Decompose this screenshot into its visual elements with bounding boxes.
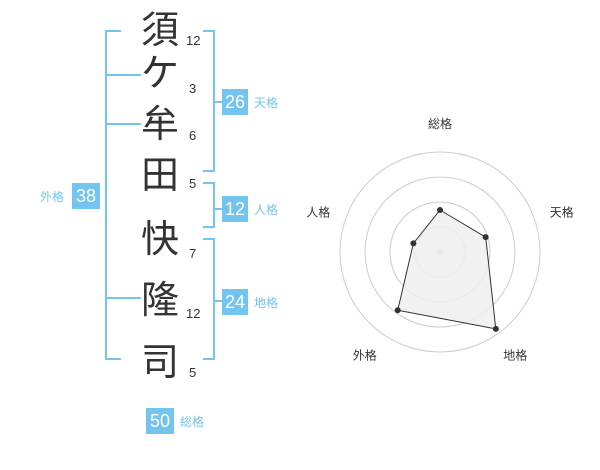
chikaku-label: 地格 (254, 296, 279, 310)
tenkaku-bracket-top (203, 30, 215, 32)
jinkaku-value-badge: 12 (222, 196, 248, 222)
gaikaku-bracket-tick-2 (105, 123, 141, 125)
soukaku-label: 総格 (180, 415, 205, 429)
radar-point-5 (410, 240, 417, 247)
name-char-5: 快 (140, 217, 179, 261)
jinkaku-bracket-vertical (213, 182, 215, 228)
chikaku-bracket-vertical (213, 238, 215, 360)
radar-axis-label-5: 人格 (306, 204, 330, 219)
radar-point-1 (437, 207, 443, 213)
radar-axis-label-1: 総格 (428, 116, 452, 131)
gaikaku-bracket-tick-3 (105, 297, 141, 299)
tenkaku-label: 天格 (254, 96, 279, 110)
soukaku-value-badge: 50 (146, 408, 174, 434)
stroke-count-1: 12 (186, 33, 201, 48)
chikaku-value-badge: 24 (222, 289, 248, 315)
radar-point-4 (394, 307, 401, 314)
stroke-count-4: 5 (189, 176, 197, 191)
radar-point-2 (482, 234, 489, 241)
radar-area (397, 209, 497, 330)
name-char-1: 須 (140, 8, 179, 52)
radar-axis-label-2: 天格 (550, 204, 574, 219)
jinkaku-label: 人格 (254, 203, 279, 217)
stroke-count-7: 5 (189, 365, 197, 380)
name-char-2: ケ (140, 51, 179, 95)
gaikaku-bracket-vertical (105, 30, 107, 360)
stroke-count-6: 12 (186, 306, 201, 321)
stroke-count-5: 7 (189, 246, 197, 261)
stroke-count-2: 3 (189, 81, 197, 96)
jinkaku-bracket-connector (213, 208, 223, 210)
name-char-4: 田 (140, 153, 179, 197)
tenkaku-bracket-connector (213, 101, 223, 103)
radar-point-3 (492, 325, 499, 332)
name-char-6: 隆 (140, 278, 179, 322)
name-char-3: 牟 (140, 102, 179, 146)
jinkaku-bracket-top (203, 182, 215, 184)
radar-axis-label-4: 外格 (353, 348, 377, 363)
stroke-count-3: 6 (189, 128, 197, 143)
gaikaku-bracket-bottom (105, 358, 121, 360)
radar-ring-3 (364, 176, 516, 328)
name-char-7: 司 (140, 340, 179, 384)
gaikaku-value-badge: 38 (72, 183, 100, 209)
gaikaku-bracket-tick-1 (105, 74, 141, 76)
tenkaku-bracket-bottom (203, 170, 215, 172)
gaikaku-label: 外格 (40, 190, 65, 204)
radar-ring-4 (339, 151, 541, 353)
chikaku-bracket-top (203, 238, 215, 240)
tenkaku-value-badge: 26 (222, 89, 248, 115)
radar-axis-label-3: 地格 (503, 348, 527, 363)
chikaku-bracket-connector (213, 300, 223, 302)
gaikaku-bracket-top (105, 30, 121, 32)
jinkaku-bracket-bottom (203, 226, 215, 228)
chikaku-bracket-bottom (203, 358, 215, 360)
